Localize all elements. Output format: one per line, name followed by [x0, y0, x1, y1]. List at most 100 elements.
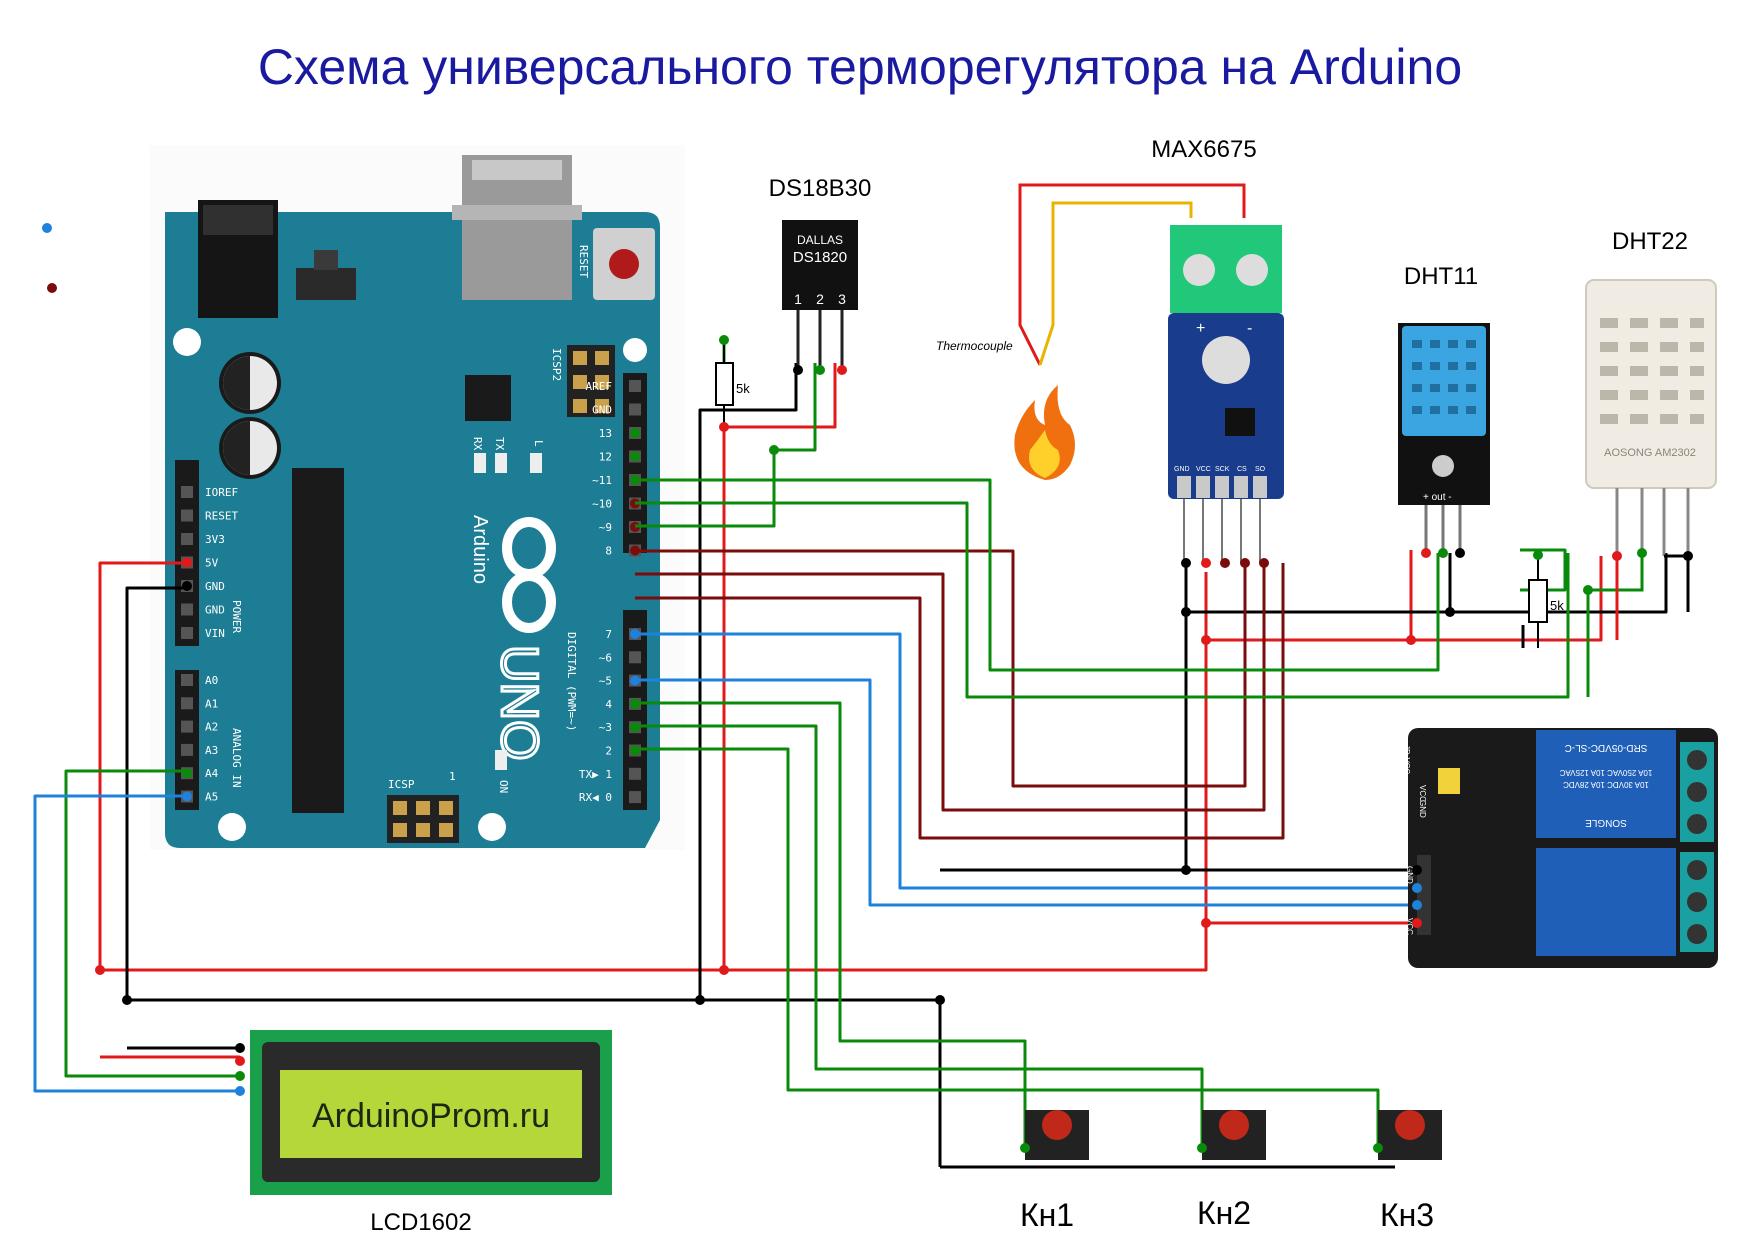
- pin-label: A5: [205, 791, 218, 804]
- pin-label: ~9: [599, 521, 612, 534]
- pin-label: 8: [605, 545, 612, 558]
- legend-dot-maroon: [47, 283, 57, 293]
- header-pin: [181, 627, 193, 639]
- legend-dot-blue: [42, 223, 52, 233]
- dht22-sensor: DHT22 AOSONG AM2302: [1585, 228, 1717, 697]
- pin-label: 7: [605, 628, 612, 641]
- pin-label: ~3: [599, 721, 612, 734]
- header-pin: [629, 767, 641, 780]
- pin-label: GND: [205, 580, 225, 593]
- header-pin: [181, 674, 193, 686]
- svg-text:VCC: VCC: [1196, 466, 1211, 473]
- pin-label: A1: [205, 697, 218, 710]
- wire-endpoint: [182, 791, 192, 802]
- atmega-chip: [292, 468, 344, 813]
- pin-label: RESET: [205, 510, 238, 523]
- pullup-resistor-5k-2: 5k: [1528, 550, 1593, 648]
- svg-text:VCC: VCC: [1418, 785, 1427, 802]
- svg-text:SRD-05VDC-SL-C: SRD-05VDC-SL-C: [1565, 742, 1648, 753]
- button-kn2[interactable]: Кн2: [1197, 1110, 1266, 1231]
- svg-text:10A 250VAC 10A 125VAC: 10A 250VAC 10A 125VAC: [1559, 768, 1652, 777]
- svg-text:SO: SO: [1255, 466, 1266, 473]
- svg-text:L: L: [532, 440, 545, 447]
- wire-endpoint: [630, 451, 640, 462]
- pin-label: ~11: [592, 474, 612, 487]
- svg-text:SCK: SCK: [1215, 466, 1230, 473]
- header-pin: [181, 720, 193, 733]
- header-pin: [629, 403, 641, 416]
- header-pin: [181, 697, 193, 710]
- pin-label: TX▶ 1: [579, 768, 612, 781]
- pin-label: RX◀ 0: [579, 791, 612, 804]
- svg-text:DHT11: DHT11: [1404, 263, 1478, 290]
- pin-label: ~6: [599, 651, 612, 664]
- pin-label: AREF: [586, 380, 613, 393]
- svg-text:+: +: [1196, 320, 1205, 337]
- pin-label: A0: [205, 674, 218, 687]
- svg-text:DALLAS: DALLAS: [797, 233, 843, 247]
- svg-text:RX: RX: [471, 437, 484, 451]
- svg-text:+ out -: + out -: [1423, 492, 1452, 503]
- diagram-title: Схема универсального терморегулятора на …: [258, 39, 1462, 95]
- header-pin: [181, 743, 193, 756]
- data-wires-green: [64, 340, 1570, 1148]
- svg-text:GND: GND: [1418, 800, 1427, 818]
- button-kn3[interactable]: Кн3: [1373, 1110, 1442, 1233]
- arduino-logo-text: Arduino: [469, 515, 491, 584]
- svg-text:MAX6675: MAX6675: [1151, 136, 1256, 163]
- svg-text:DS1820: DS1820: [793, 249, 847, 266]
- header-pin: [181, 486, 193, 498]
- sck-cs-so-wires: [635, 549, 1285, 840]
- flame-icon: [1014, 385, 1075, 480]
- pin-label: GND: [205, 604, 225, 617]
- svg-text:DIGITAL (PWM=~): DIGITAL (PWM=~): [565, 632, 578, 731]
- icsp-header: [387, 795, 459, 843]
- pin-label: ~5: [599, 675, 612, 688]
- svg-text:RESET: RESET: [577, 245, 590, 278]
- svg-text:2: 2: [816, 291, 824, 307]
- pin-label: 5V: [205, 557, 219, 570]
- svg-text:CS: CS: [1237, 466, 1247, 473]
- lcd-screen-text: ArduinoProm.ru: [312, 1097, 550, 1135]
- header-pin: [181, 509, 193, 522]
- pin-label: IOREF: [205, 486, 238, 499]
- wire-endpoint: [630, 428, 640, 438]
- svg-text:Кн2: Кн2: [1197, 1195, 1251, 1231]
- pin-label: A3: [205, 744, 218, 757]
- pin-label: ~10: [592, 498, 612, 511]
- svg-text:5k: 5k: [1550, 598, 1564, 613]
- svg-text:JD-VCC: JD-VCC: [1402, 745, 1411, 775]
- button-kn1[interactable]: Кн1: [1020, 1110, 1089, 1233]
- svg-text:Кн3: Кн3: [1380, 1197, 1434, 1233]
- svg-text:Thermocouple: Thermocouple: [936, 339, 1013, 353]
- wires: [33, 340, 1668, 1169]
- svg-text:-: -: [1247, 320, 1252, 337]
- svg-text:AOSONG AM2302: AOSONG AM2302: [1604, 447, 1696, 459]
- pin-label: A4: [205, 767, 219, 780]
- dht11-sensor: DHT11 + out -: [1398, 263, 1490, 558]
- data-wires-blue: [33, 632, 1417, 1093]
- header-pin: [629, 380, 641, 392]
- svg-text:1: 1: [449, 770, 456, 783]
- svg-text:ON: ON: [497, 780, 510, 793]
- svg-text:GND: GND: [1405, 866, 1414, 884]
- pin-label: A2: [205, 721, 218, 734]
- svg-text:Кн1: Кн1: [1020, 1197, 1074, 1233]
- pin-label: 12: [599, 451, 612, 464]
- header-pin: [629, 651, 641, 664]
- icsp2-header: [567, 345, 615, 417]
- svg-text:ANALOG IN: ANALOG IN: [230, 728, 243, 788]
- pin-label: 13: [599, 427, 612, 440]
- pin-label: 3V3: [205, 533, 225, 546]
- thermocouple-probe: Thermocouple: [936, 183, 1246, 366]
- header-pin: [181, 533, 193, 545]
- wire-endpoint: [182, 557, 192, 568]
- svg-text:SONGLE: SONGLE: [1585, 817, 1627, 828]
- lcd1602-display: ArduinoProm.ru LCD1602: [235, 1030, 612, 1236]
- svg-text:1: 1: [794, 291, 802, 307]
- svg-text:3: 3: [838, 291, 846, 307]
